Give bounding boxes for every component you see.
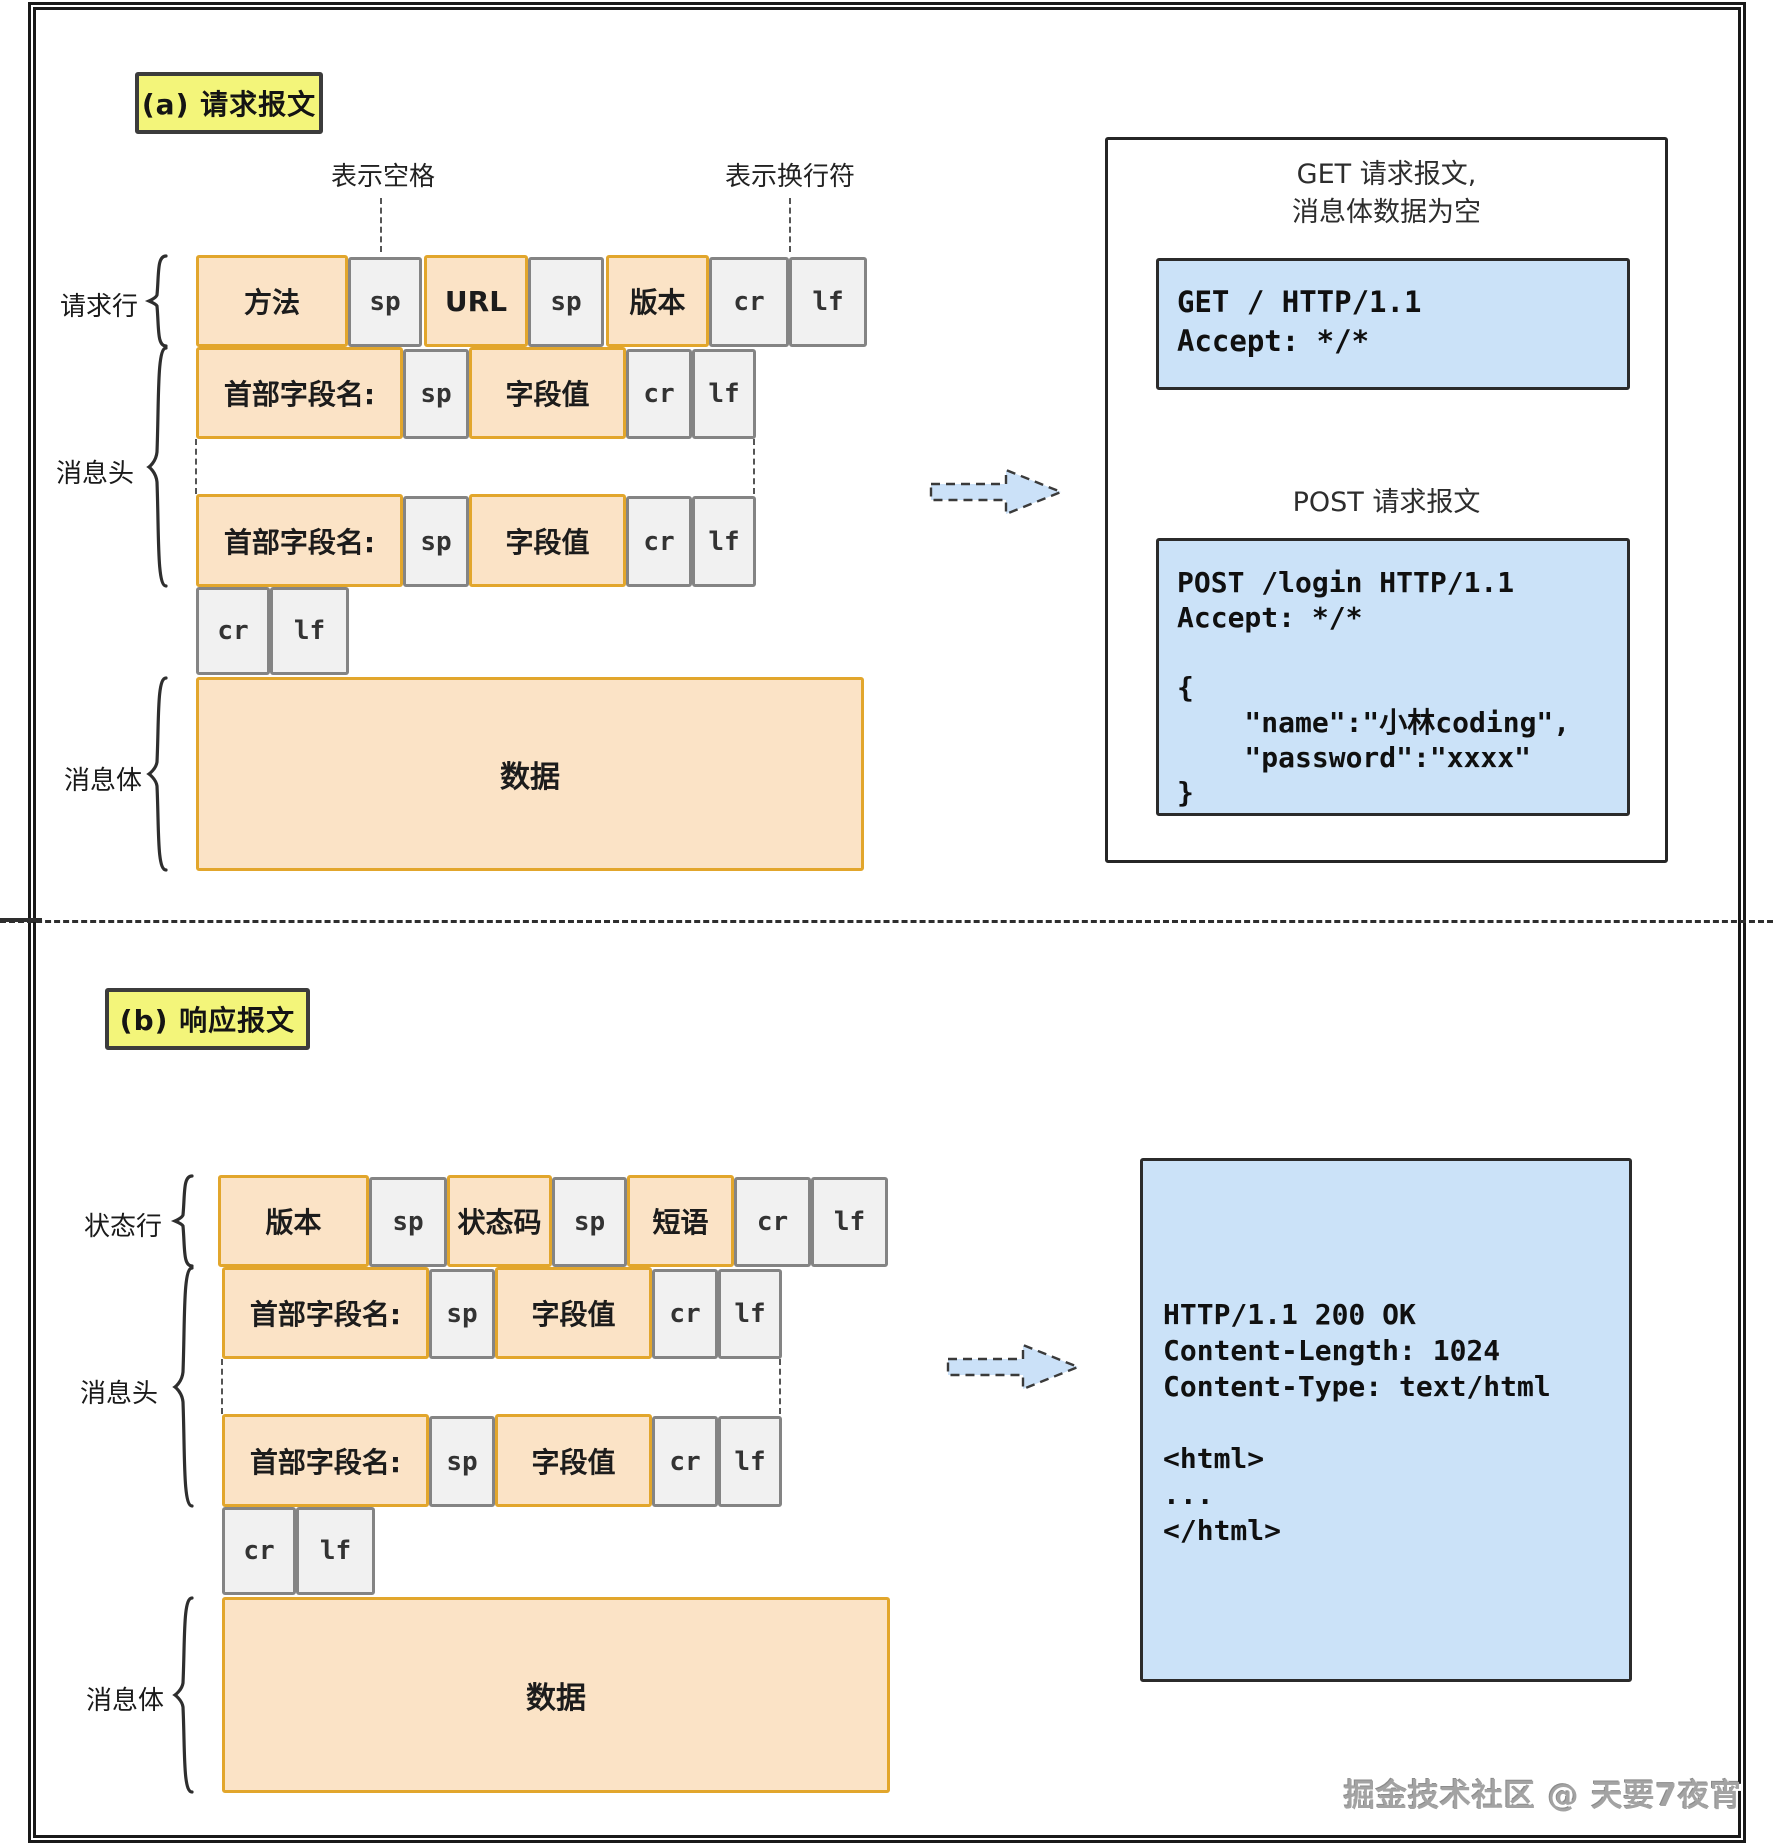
cell-sp: sp (429, 1416, 495, 1507)
cell-cr: cr (626, 496, 692, 587)
note-newline-label: 表示换行符 (724, 162, 855, 192)
cell-phrase: 短语 (627, 1175, 734, 1267)
brace-headers-b (172, 1266, 194, 1508)
section-b-tag: (b) 响应报文 (105, 988, 310, 1050)
cell-cr: cr (626, 349, 692, 439)
cell-header-value: 字段值 (469, 494, 626, 587)
get-request-code: GET / HTTP/1.1 Accept: */* (1177, 285, 1422, 358)
brace-headers-a (146, 346, 168, 588)
get-request-code-box: GET / HTTP/1.1 Accept: */* (1156, 258, 1630, 390)
arrow-right-icon (929, 468, 1065, 516)
brace-body-a (146, 676, 168, 872)
cell-header-name: 首部字段名: (222, 1414, 429, 1507)
cell-sp: sp (369, 1177, 447, 1267)
cell-status-code: 状态码 (447, 1175, 552, 1267)
cell-sp: sp (403, 349, 469, 439)
cell-method: 方法 (196, 255, 348, 347)
examples-frame-a (1105, 137, 1668, 863)
cell-lf: lf (789, 257, 867, 347)
headers-gap-line-right-b (779, 1359, 781, 1414)
post-example-title: POST 请求报文 (1292, 487, 1481, 518)
brace-status-line (170, 1174, 194, 1268)
cell-cr: cr (222, 1507, 296, 1595)
cell-lf: lf (692, 496, 756, 587)
cell-sp: sp (348, 257, 422, 347)
note-space-pointer-line (380, 198, 382, 252)
cell-version: 版本 (606, 255, 709, 347)
note-space-label: 表示空格 (330, 162, 435, 192)
cell-lf: lf (296, 1507, 375, 1595)
arrow-right-icon (946, 1343, 1082, 1391)
get-example-title-line1: GET 请求报文, (1296, 159, 1477, 190)
cell-lf: lf (718, 1269, 782, 1359)
cell-url: URL (424, 255, 528, 347)
cell-sp: sp (429, 1269, 495, 1359)
headers-gap-line-left-a (195, 439, 197, 494)
headers-gap-line-left-b (221, 1359, 223, 1414)
label-body-b: 消息体 (85, 1686, 164, 1716)
cell-cr: cr (196, 587, 270, 675)
cell-body-data-b: 数据 (222, 1597, 890, 1793)
note-newline-pointer-line (789, 198, 791, 252)
brace-body-b (172, 1596, 194, 1794)
cell-sp: sp (528, 257, 604, 347)
cell-header-value: 字段值 (469, 347, 626, 439)
brace-request-line (144, 254, 168, 348)
cell-lf: lf (692, 349, 756, 439)
cell-cr: cr (652, 1269, 718, 1359)
headers-gap-line-right-a (753, 439, 755, 494)
cell-lf: lf (718, 1416, 782, 1507)
post-request-code-box: POST /login HTTP/1.1 Accept: */* { "name… (1156, 538, 1630, 816)
cell-header-name: 首部字段名: (196, 494, 403, 587)
watermark: 掘金技术社区 @ 天要7夜宵 (1343, 1778, 1742, 1814)
response-code: HTTP/1.1 200 OK Content-Length: 1024 Con… (1163, 1298, 1551, 1547)
cell-cr: cr (734, 1177, 811, 1267)
cell-lf: lf (270, 587, 349, 675)
cell-sp: sp (403, 496, 469, 587)
cell-lf: lf (811, 1177, 888, 1267)
post-request-code: POST /login HTTP/1.1 Accept: */* { "name… (1177, 566, 1571, 809)
cell-version: 版本 (218, 1175, 369, 1267)
cell-header-name: 首部字段名: (222, 1267, 429, 1359)
label-request-line: 请求行 (59, 292, 138, 322)
label-headers-a: 消息头 (55, 459, 134, 489)
get-example-title-line2: 消息体数据为空 (1292, 197, 1481, 228)
cell-body-data-a: 数据 (196, 677, 864, 871)
cell-header-value: 字段值 (495, 1414, 652, 1507)
cell-cr: cr (652, 1416, 718, 1507)
label-status-line: 状态行 (83, 1212, 162, 1242)
section-divider-dashed-line (0, 920, 1773, 923)
cell-cr: cr (709, 257, 789, 347)
cell-header-name: 首部字段名: (196, 347, 403, 439)
label-headers-b: 消息头 (79, 1379, 158, 1409)
section-divider-tick (0, 918, 42, 922)
response-code-box: HTTP/1.1 200 OK Content-Length: 1024 Con… (1140, 1158, 1632, 1682)
cell-header-value: 字段值 (495, 1267, 652, 1359)
section-a-tag: (a) 请求报文 (135, 72, 323, 134)
label-body-a: 消息体 (63, 766, 142, 796)
cell-sp: sp (552, 1177, 627, 1267)
